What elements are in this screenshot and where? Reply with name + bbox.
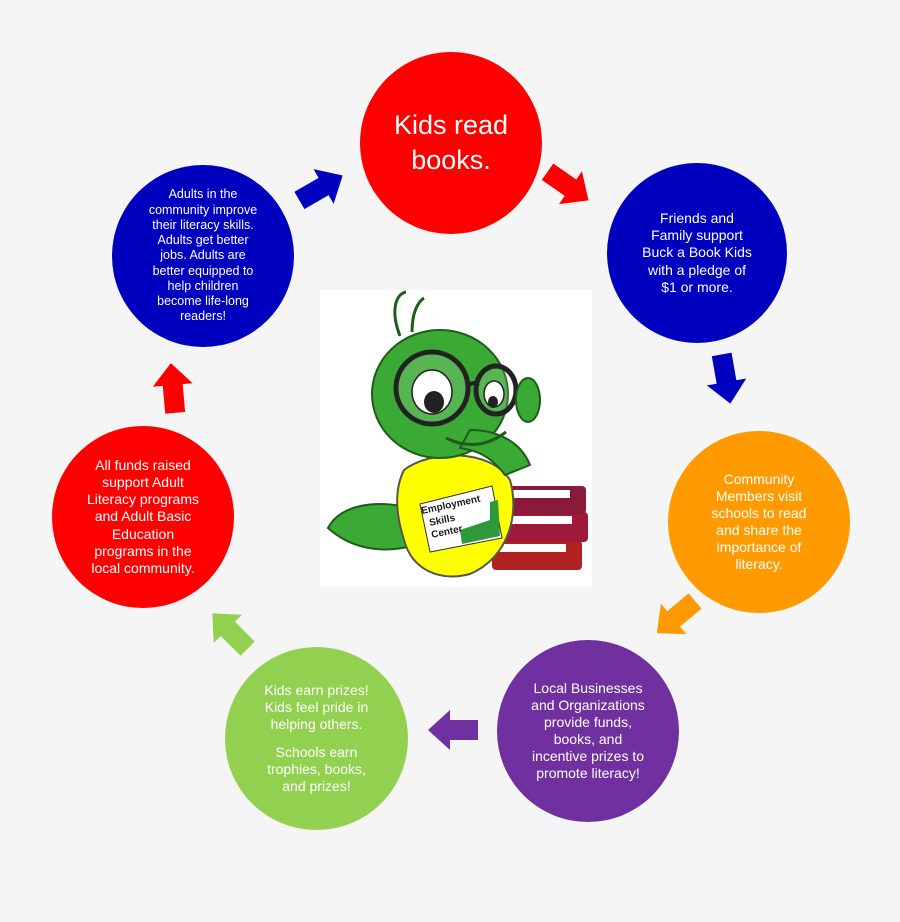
arrow-orange: [656, 593, 702, 635]
bookworm-illustration: Employment Skills Center: [326, 290, 588, 578]
step-friends-support: Friends and Family support Buck a Book K…: [607, 163, 787, 343]
step-businesses-provide-text: Local Businesses and Organizations provi…: [531, 679, 645, 782]
step-kids-read: Kids read books.: [360, 52, 542, 234]
arrow-red-up: [152, 363, 193, 414]
arrow-purple: [428, 710, 478, 750]
step-kids-earn: Kids earn prizes! Kids feel pride in hel…: [225, 647, 408, 830]
arrow-blue-down: [706, 352, 747, 404]
step-adults-improve-text: Adults in the community improve their li…: [148, 187, 258, 324]
arrow-red: [541, 163, 589, 205]
arrow-green: [212, 613, 255, 656]
step-friends-support-text: Friends and Family support Buck a Book K…: [642, 210, 752, 295]
step-funds-raised-text: All funds raised support Adult Literacy …: [86, 457, 200, 576]
step-businesses-provide: Local Businesses and Organizations provi…: [497, 640, 679, 822]
arrow-blue-up: [294, 169, 343, 210]
step-kids-read-text: Kids read books.: [393, 109, 509, 175]
step-community-visit: Community Members visit schools to read …: [668, 431, 850, 613]
step-community-visit-text: Community Members visit schools to read …: [711, 470, 807, 573]
books-stack: [492, 486, 588, 570]
mascot-logo: Employment Skills Center: [320, 290, 592, 587]
svg-text:Skills: Skills: [428, 513, 456, 529]
step-kids-earn-text-2: Schools earn trophies, books, and prizes…: [267, 743, 366, 794]
step-adults-improve: Adults in the community improve their li…: [112, 165, 294, 347]
step-kids-earn-text-1: Kids earn prizes! Kids feel pride in hel…: [264, 682, 369, 733]
step-funds-raised: All funds raised support Adult Literacy …: [52, 426, 234, 608]
